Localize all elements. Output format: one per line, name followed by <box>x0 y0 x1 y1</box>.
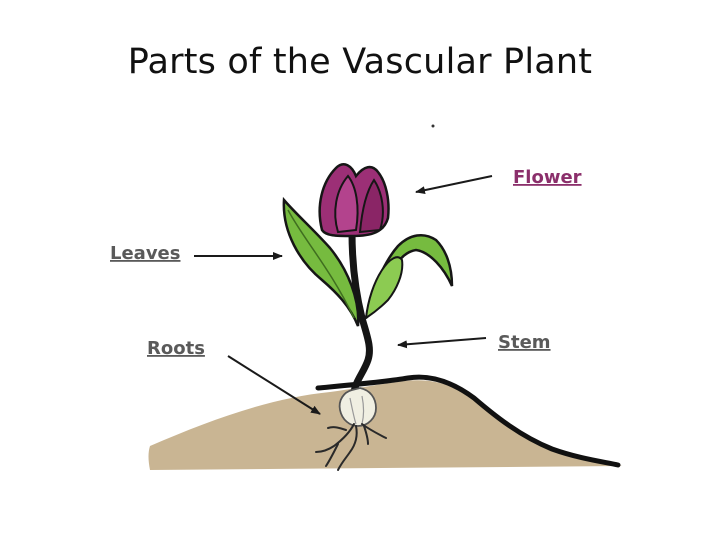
stem <box>348 228 373 396</box>
stray-dot <box>431 124 435 128</box>
soil-outline <box>315 374 621 468</box>
label-roots: Roots <box>147 338 205 359</box>
stem-arrow <box>397 337 487 349</box>
label-stem: Stem <box>498 332 551 353</box>
label-flower: Flower <box>513 167 582 188</box>
roots <box>315 423 387 471</box>
soil-mound <box>148 380 622 470</box>
left-leaf-vein <box>287 209 355 319</box>
right-leaf-lower <box>364 256 404 321</box>
page-title: Parts of the Vascular Plant <box>127 42 593 82</box>
roots-arrow <box>227 355 321 415</box>
left-leaf <box>282 196 360 327</box>
label-leaves: Leaves <box>110 243 180 264</box>
flower-arrow <box>415 175 493 195</box>
tulip-flower <box>318 163 390 238</box>
bulb <box>338 387 377 427</box>
